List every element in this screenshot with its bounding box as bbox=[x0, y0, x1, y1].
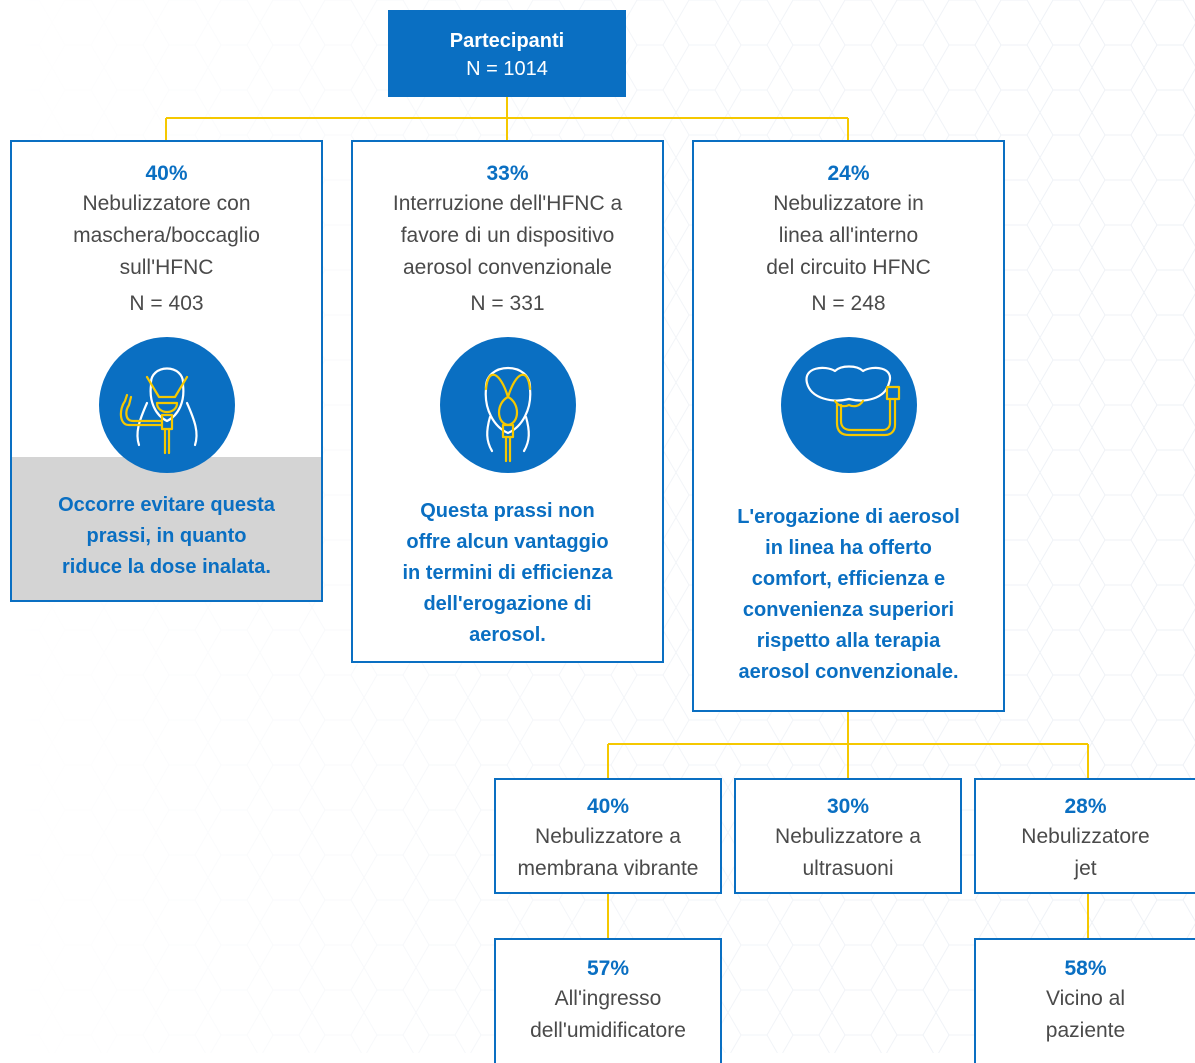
branch-note: Questa prassi non offre alcun vantaggio … bbox=[402, 500, 613, 646]
position-percent: 57% bbox=[586, 957, 630, 980]
participants-box: Partecipanti N = 1014 bbox=[388, 10, 626, 97]
position-description: Vicino al paziente bbox=[1045, 987, 1126, 1042]
branch-description: Nebulizzatore con maschera/boccaglio sul… bbox=[73, 192, 260, 279]
branch-percent: 33% bbox=[486, 162, 529, 185]
inline-type-box-vibrating-mesh: 40% Nebulizzatore a membrana vibrante bbox=[494, 778, 722, 894]
position-description: All'ingresso dell'umidificatore bbox=[530, 987, 686, 1042]
branch-count: N = 331 bbox=[470, 292, 545, 315]
inline-type-description: Nebulizzatore a membrana vibrante bbox=[517, 825, 699, 880]
branch-box-inline: 24% Nebulizzatore in linea all'interno d… bbox=[692, 140, 1005, 712]
branch-description: Interruzione dell'HFNC a favore di un di… bbox=[392, 192, 623, 279]
branch-box-mask: 40% Nebulizzatore con maschera/boccaglio… bbox=[10, 140, 323, 602]
position-percent: 58% bbox=[1064, 957, 1107, 980]
face-mask-icon bbox=[440, 337, 576, 473]
branch-note: Occorre evitare questa prassi, in quanto… bbox=[58, 494, 275, 578]
inline-type-description: Nebulizzatore a ultrasuoni bbox=[775, 825, 921, 880]
mask-mouthpiece-icon bbox=[99, 337, 235, 473]
inline-type-description: Nebulizzatore jet bbox=[1021, 825, 1150, 880]
inline-type-percent: 28% bbox=[1064, 795, 1107, 818]
branch-description: Nebulizzatore in linea all'interno del c… bbox=[766, 192, 931, 279]
position-box-near-patient: 58% Vicino al paziente bbox=[974, 938, 1195, 1063]
branch-note: L'erogazione di aerosol in linea ha offe… bbox=[737, 506, 960, 683]
inline-type-box-jet: 28% Nebulizzatore jet bbox=[974, 778, 1195, 894]
branch-percent: 40% bbox=[145, 162, 188, 185]
branch-percent: 24% bbox=[827, 162, 870, 185]
branch-count: N = 248 bbox=[811, 292, 886, 315]
participants-title: Partecipanti bbox=[449, 30, 565, 52]
inline-type-percent: 30% bbox=[826, 795, 870, 818]
branch-box-conventional: 33% Interruzione dell'HFNC a favore di u… bbox=[351, 140, 664, 663]
inline-type-box-ultrasonic: 30% Nebulizzatore a ultrasuoni bbox=[734, 778, 962, 894]
position-box-humidifier-inlet: 57% All'ingresso dell'umidificatore bbox=[494, 938, 722, 1063]
branch-count: N = 403 bbox=[129, 292, 204, 315]
highlight-background bbox=[12, 457, 321, 600]
nasal-cannula-icon bbox=[781, 337, 917, 473]
inline-type-percent: 40% bbox=[586, 795, 630, 818]
participants-count: N = 1014 bbox=[466, 58, 548, 80]
